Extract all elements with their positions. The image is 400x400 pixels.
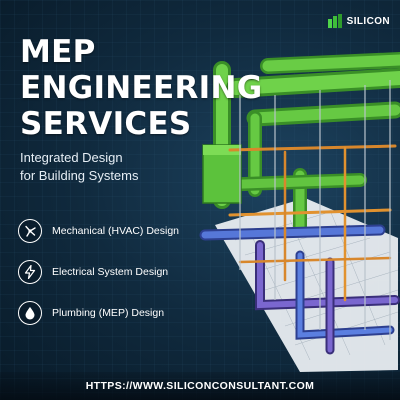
fan-icon xyxy=(18,219,42,243)
lightning-icon xyxy=(18,260,42,284)
brand-logo: SILICON xyxy=(327,14,390,28)
water-drop-icon xyxy=(18,301,42,325)
subtitle-line: Integrated Design xyxy=(20,150,123,165)
title-line: SERVICES xyxy=(20,106,192,142)
service-item-mechanical: Mechanical (HVAC) Design xyxy=(18,218,179,244)
silicon-logo-icon xyxy=(327,14,342,28)
services-list: Mechanical (HVAC) Design Electrical Syst… xyxy=(18,218,179,341)
page-title: MEP ENGINEERING SERVICES xyxy=(20,34,263,142)
subtitle: Integrated Design for Building Systems xyxy=(20,149,139,185)
plumbing-pipes xyxy=(199,224,400,355)
footer-bar: HTTPS://WWW.SILICONCONSULTANT.COM xyxy=(0,372,400,400)
support-rods xyxy=(239,80,391,340)
subtitle-line: for Building Systems xyxy=(20,168,139,183)
service-label: Mechanical (HVAC) Design xyxy=(52,225,180,237)
brand-name: SILICON xyxy=(346,15,390,27)
service-label: Electrical System Design xyxy=(52,266,169,278)
website-link[interactable]: HTTPS://WWW.SILICONCONSULTANT.COM xyxy=(85,380,315,392)
service-item-electrical: Electrical System Design xyxy=(18,259,179,285)
title-line: MEP xyxy=(20,34,96,70)
service-label: Plumbing (MEP) Design xyxy=(52,307,165,319)
title-line: ENGINEERING xyxy=(20,70,263,106)
service-item-plumbing: Plumbing (MEP) Design xyxy=(18,300,179,326)
